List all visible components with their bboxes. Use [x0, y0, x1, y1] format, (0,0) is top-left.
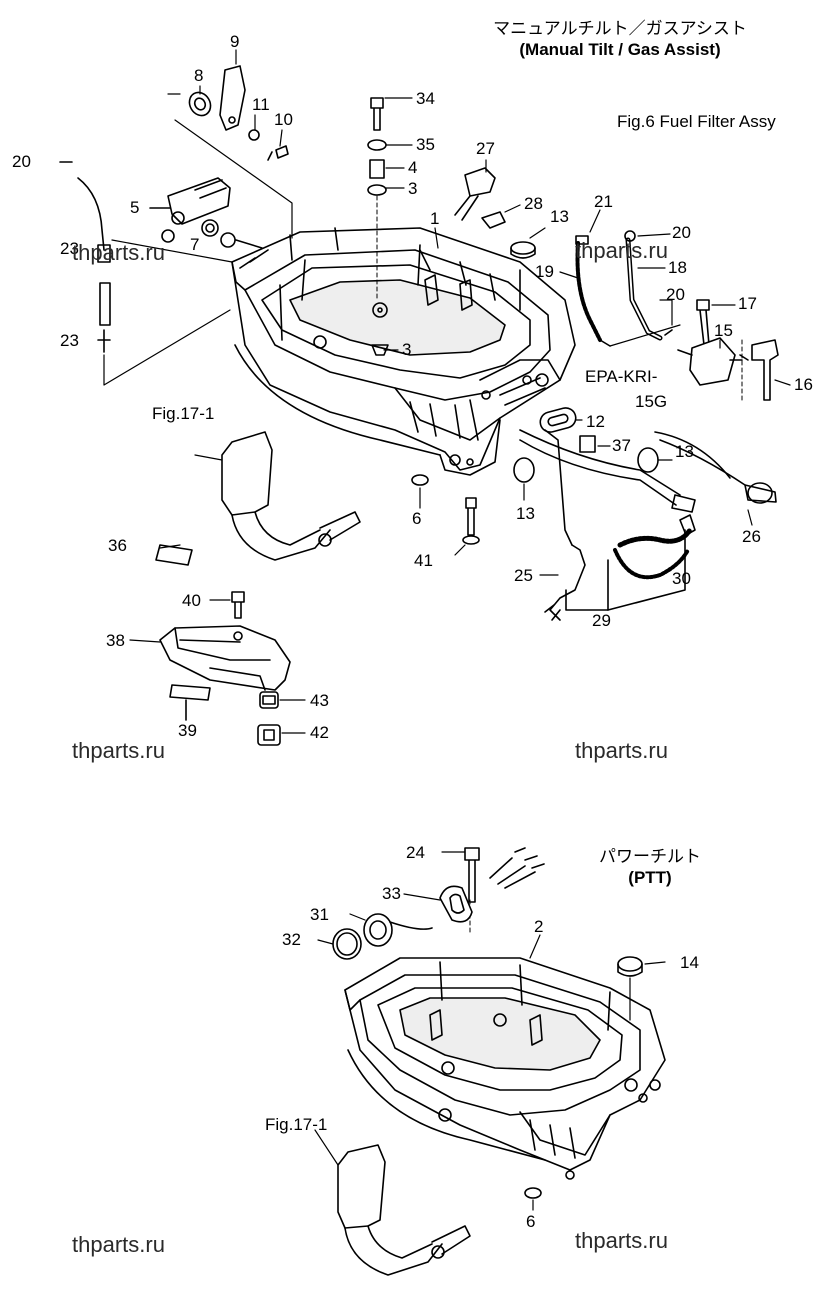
callout-20-left: 20	[12, 152, 31, 171]
callout-18: 18	[668, 258, 687, 277]
callout-23-lower: 23	[60, 331, 79, 350]
callout-6-bottom: 6	[526, 1212, 536, 1231]
watermark: thparts.ru	[575, 1228, 668, 1253]
callout-38: 38	[106, 631, 125, 650]
watermark: thparts.ru	[575, 238, 668, 263]
callout-30: 30	[672, 569, 691, 588]
callout-4: 4	[408, 158, 418, 177]
callout-26: 26	[742, 527, 761, 546]
watermark: thparts.ru	[72, 1232, 165, 1257]
callout-5: 5	[130, 198, 140, 217]
callout-3-bottom: 3	[402, 340, 412, 359]
callout-14: 14	[680, 953, 699, 972]
callout-21: 21	[594, 192, 613, 211]
fig17-reference-top: Fig.17-1	[152, 404, 215, 423]
callout-10: 10	[274, 110, 293, 129]
callout-27: 27	[476, 139, 495, 158]
callout-24: 24	[406, 843, 425, 862]
callout-9: 9	[230, 32, 240, 51]
watermark: thparts.ru	[575, 738, 668, 763]
callout-8: 8	[194, 66, 204, 85]
ptt-header-jp: パワーチルト	[599, 847, 701, 867]
bottom-cowl-upper	[231, 227, 576, 476]
callout-17: 17	[738, 294, 757, 313]
callout-19: 19	[535, 262, 554, 281]
callout-13-center: 13	[516, 504, 535, 523]
manual-tilt-header: マニュアルチルト／ガスアシスト (Manual Tilt / Gas Assis…	[470, 19, 770, 59]
fuel-filter-reference: Fig.6 Fuel Filter Assy	[617, 112, 776, 131]
callout-41: 41	[414, 551, 433, 570]
callout-32: 32	[282, 930, 301, 949]
callout-33: 33	[382, 884, 401, 903]
callout-43: 43	[310, 691, 329, 710]
callout-20-mid: 20	[666, 285, 685, 304]
callout-40: 40	[182, 591, 201, 610]
callout-37: 37	[612, 436, 631, 455]
callout-39: 39	[178, 721, 197, 740]
callout-28: 28	[524, 194, 543, 213]
callout-36: 36	[108, 536, 127, 555]
ptt-header-en: (PTT)	[628, 867, 672, 887]
callout-16: 16	[794, 375, 813, 394]
callout-12: 12	[586, 412, 605, 431]
callout-29: 29	[592, 611, 611, 630]
callout-6-top: 6	[412, 509, 422, 528]
epa-label-line1: EPA-KRI-	[585, 367, 658, 386]
ptt-header: パワーチルト (PTT)	[590, 847, 710, 887]
callout-11: 11	[252, 95, 270, 114]
epa-label-line2: 15G	[635, 392, 668, 411]
callout-25: 25	[514, 566, 533, 585]
callout-1: 1	[430, 209, 440, 228]
callout-42: 42	[310, 723, 329, 742]
callout-34: 34	[416, 89, 435, 108]
callout-15: 15	[714, 321, 733, 340]
callout-2: 2	[534, 917, 544, 936]
callout-23-upper: 23	[60, 239, 79, 258]
callout-13-right: 13	[675, 442, 694, 461]
callout-13-top: 13	[550, 207, 569, 226]
callout-35: 35	[416, 135, 435, 154]
callout-7: 7	[190, 235, 200, 254]
callout-20-right: 20	[672, 223, 691, 242]
manual-tilt-header-jp: マニュアルチルト／ガスアシスト	[493, 19, 747, 39]
watermark: thparts.ru	[72, 240, 165, 265]
watermark: thparts.ru	[72, 738, 165, 763]
manual-tilt-header-en: (Manual Tilt / Gas Assist)	[519, 39, 721, 59]
bottom-cowl-lower	[344, 957, 666, 1180]
fig17-reference-bottom: Fig.17-1	[265, 1115, 328, 1134]
callout-3-top: 3	[408, 179, 418, 198]
callout-31: 31	[310, 905, 329, 924]
